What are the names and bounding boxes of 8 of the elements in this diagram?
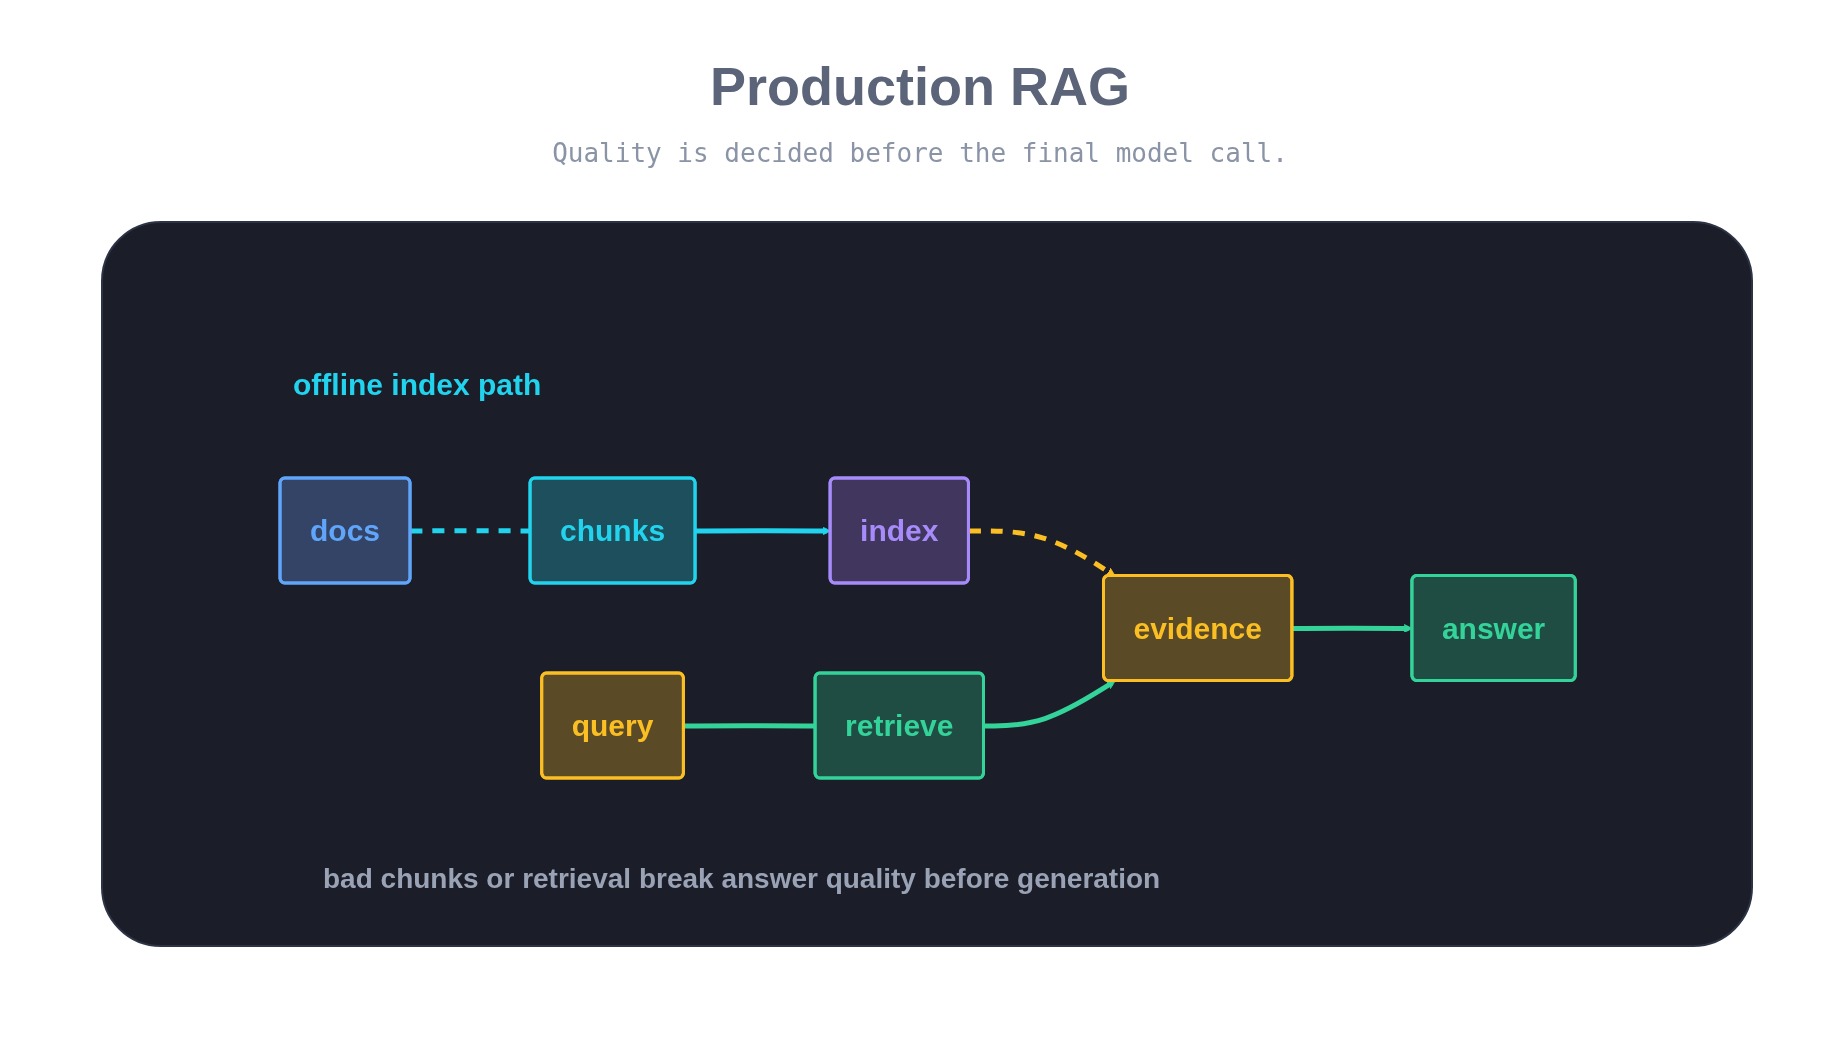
connector [684,723,816,729]
panel-background: offline index path docs chunks index query retrieve evidence answer bad chunks or retrieval break answer quality before generation [101,221,1753,947]
arrow [984,680,1116,729]
title: Production RAG [709,55,1131,117]
subtitle: Quality is decided before the final model call. [551,138,1289,168]
section-label: offline index path [293,368,542,402]
note: bad chunks or retrieval break answer quality before generation [323,863,1161,895]
connector [410,528,531,534]
